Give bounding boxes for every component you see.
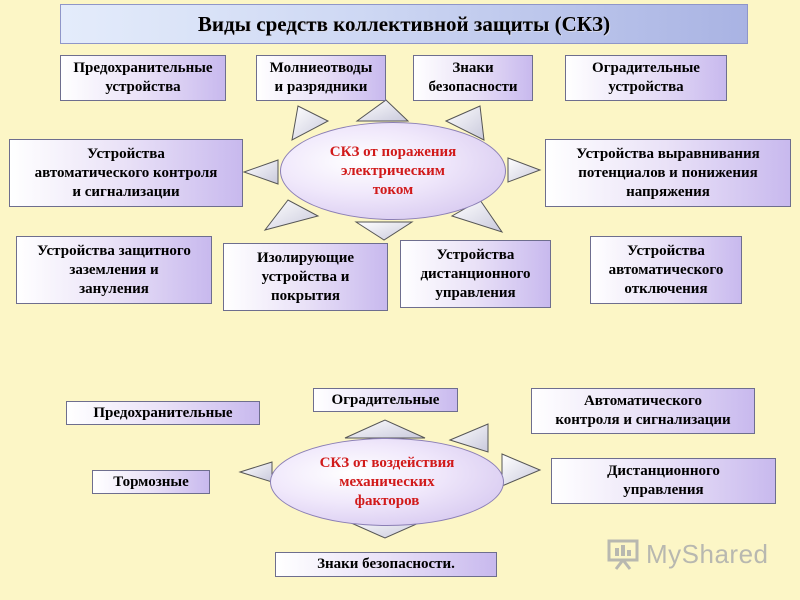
node-mech-braking: Тормозные: [92, 470, 210, 494]
node-insulating-devices: Изолирующие устройства и покрытия: [223, 243, 388, 311]
arrow-left: [238, 461, 273, 483]
node-potential-equalizing: Устройства выравнивания потенциалов и по…: [545, 139, 791, 207]
node-protective-grounding: Устройства защитного заземления и зануле…: [16, 236, 212, 304]
node-mech-remote-control: Дистанционного управления: [551, 458, 776, 504]
myshared-logo: MyShared: [606, 534, 776, 574]
node-lightning-rods: Молниеотводы и разрядники: [256, 55, 386, 101]
arrow-right: [507, 157, 542, 183]
node-remote-control: Устройства дистанционного управления: [400, 240, 551, 308]
node-safety-signs: Знаки безопасности: [413, 55, 533, 101]
node-auto-control-signaling: Устройства автоматического контроля и си…: [9, 139, 243, 207]
node-mech-auto-control: Автоматического контроля и сигнализации: [531, 388, 755, 434]
center-electric-node: СКЗ от поражения электрическим током: [280, 122, 506, 220]
arrow-up: [355, 99, 410, 122]
center-mechanical-node: СКЗ от воздействия механических факторов: [270, 438, 504, 526]
node-mech-protective: Предохранительные: [66, 401, 260, 425]
page-title: Виды средств коллективной защиты (СКЗ): [60, 4, 748, 44]
arrow-up-right: [448, 423, 489, 453]
arrow-down-left: [263, 199, 320, 231]
node-mech-safety-signs: Знаки безопасности.: [275, 552, 497, 577]
node-fencing-devices: Оградительные устройства: [565, 55, 727, 101]
arrow-right: [501, 453, 542, 487]
arrow-left: [242, 159, 279, 185]
node-mech-fencing: Оградительные: [313, 388, 458, 412]
arrow-down: [354, 221, 414, 241]
arrow-up-right: [444, 105, 485, 141]
node-protective-devices: Предохранительные устройства: [60, 55, 226, 101]
presentation-board-icon: [607, 539, 639, 570]
arrow-up-left: [291, 105, 330, 141]
node-auto-shutdown: Устройства автоматического отключения: [590, 236, 742, 304]
page-title-text: Виды средств коллективной защиты (СКЗ): [197, 11, 611, 36]
arrow-up: [344, 419, 426, 439]
